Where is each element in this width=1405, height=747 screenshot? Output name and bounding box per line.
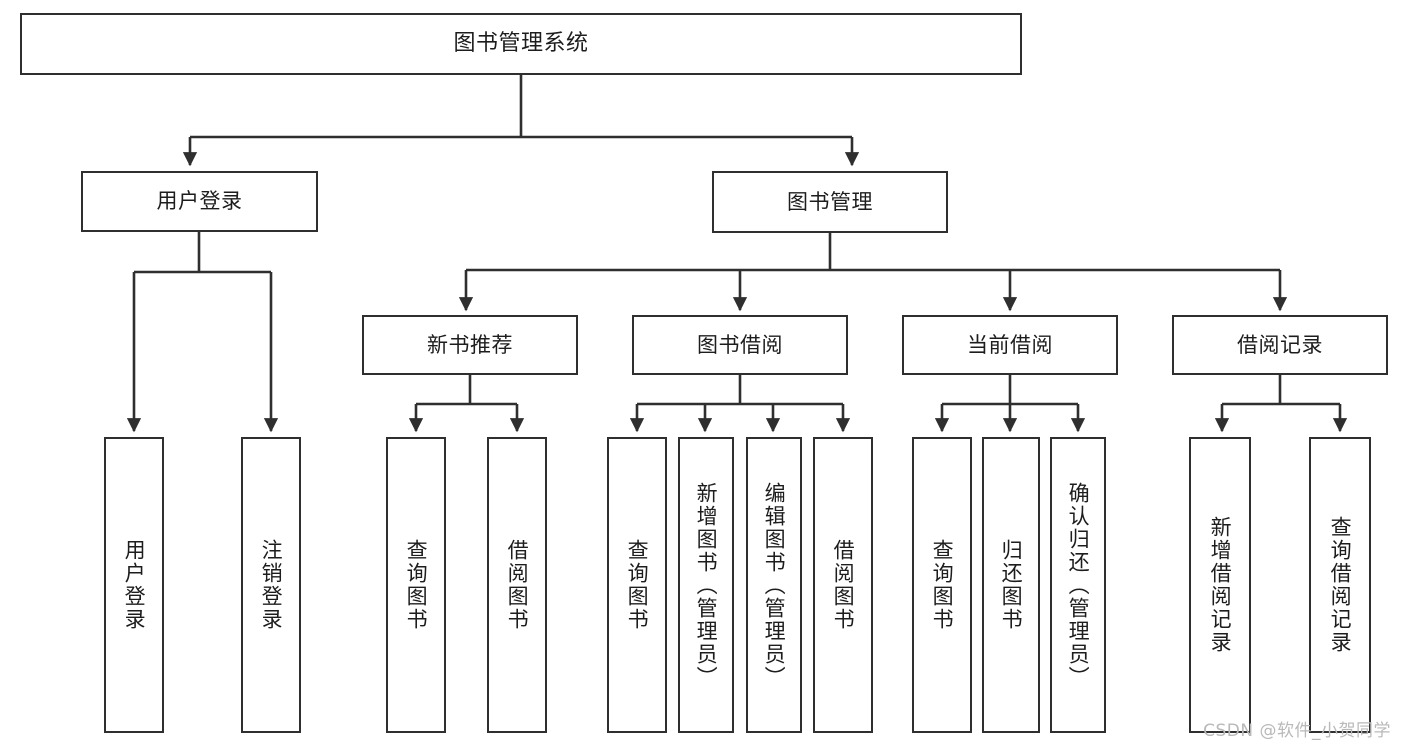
node-label: 归还图书	[999, 539, 1024, 631]
node-label: 图书借阅	[697, 332, 783, 357]
leaf-add-book-admin[interactable]: 新增图书（管理员）	[678, 437, 734, 733]
node-label: 编辑图书（管理员）	[762, 481, 787, 689]
node-book-management[interactable]: 图书管理	[712, 171, 948, 233]
leaf-confirm-return-admin[interactable]: 确认归还（管理员）	[1050, 437, 1106, 733]
leaf-add-borrow-record[interactable]: 新增借阅记录	[1189, 437, 1251, 733]
leaf-logout[interactable]: 注销登录	[241, 437, 301, 733]
node-book-borrow[interactable]: 图书借阅	[632, 315, 848, 375]
leaf-borrow-book-recommend[interactable]: 借阅图书	[487, 437, 547, 733]
node-label: 图书管理	[787, 189, 873, 214]
node-label: 确认归还（管理员）	[1066, 481, 1091, 689]
leaf-query-book-current[interactable]: 查询图书	[912, 437, 972, 733]
node-current-borrow[interactable]: 当前借阅	[902, 315, 1118, 375]
node-label: 新增借阅记录	[1208, 516, 1233, 654]
node-label: 注销登录	[259, 539, 284, 631]
leaf-query-borrow-record[interactable]: 查询借阅记录	[1309, 437, 1371, 733]
leaf-user-login[interactable]: 用户登录	[104, 437, 164, 733]
leaf-borrow-book[interactable]: 借阅图书	[813, 437, 873, 733]
watermark-text: CSDN @软件_小贺同学	[1203, 721, 1391, 741]
leaf-query-book-recommend[interactable]: 查询图书	[386, 437, 446, 733]
leaf-query-book-borrow[interactable]: 查询图书	[607, 437, 667, 733]
node-label: 借阅记录	[1237, 332, 1323, 357]
node-label: 新增图书（管理员）	[694, 481, 719, 689]
leaf-return-book[interactable]: 归还图书	[982, 437, 1040, 733]
node-new-book-recommend[interactable]: 新书推荐	[362, 315, 578, 375]
node-label: 查询图书	[625, 539, 650, 631]
node-user-login[interactable]: 用户登录	[81, 171, 318, 232]
node-label: 当前借阅	[967, 332, 1053, 357]
leaf-edit-book-admin[interactable]: 编辑图书（管理员）	[746, 437, 802, 733]
node-label: 查询图书	[404, 539, 429, 631]
node-borrow-records[interactable]: 借阅记录	[1172, 315, 1388, 375]
node-label: 查询图书	[930, 539, 955, 631]
node-root[interactable]: 图书管理系统	[20, 13, 1022, 75]
node-label: 图书管理系统	[453, 31, 589, 57]
node-label: 用户登录	[122, 539, 147, 631]
node-label: 用户登录	[156, 189, 243, 214]
node-label: 查询借阅记录	[1328, 516, 1353, 654]
node-label: 新书推荐	[427, 332, 513, 357]
node-label: 借阅图书	[831, 539, 856, 631]
node-label: 借阅图书	[505, 539, 530, 631]
